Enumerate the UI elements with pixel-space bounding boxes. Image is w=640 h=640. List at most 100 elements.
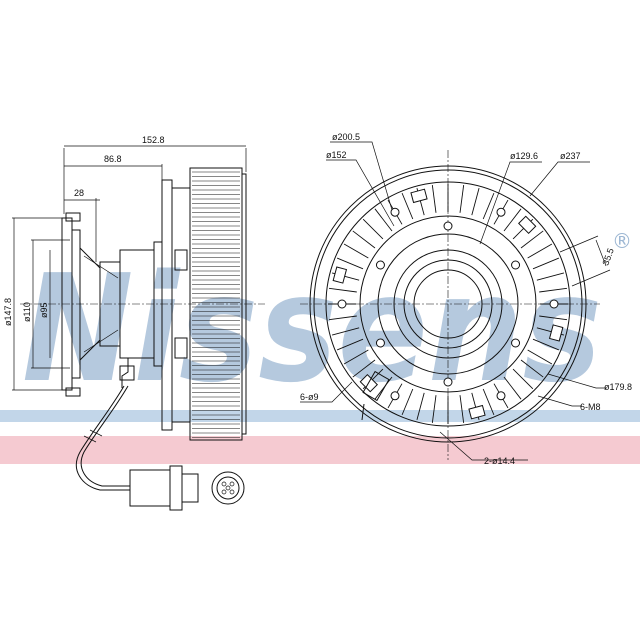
radial-fin [401,388,414,416]
outer-hole [549,299,559,309]
radial-fin [471,187,480,216]
dim-holes-9: 6-ø9 [300,392,319,402]
mount-boss [468,404,486,420]
radial-fin [328,315,357,321]
dim-d237: ø237 [560,151,581,161]
radial-fin [328,287,357,293]
fin-outer-circle [325,181,571,427]
radial-fin [416,392,425,421]
radial-fin [401,192,414,220]
bolt-holes [375,221,521,387]
radial-fin [352,230,376,249]
cable-sensor [119,365,135,381]
sensor-tab [362,370,390,402]
radial-fin [536,272,565,281]
leader-holes-14 [439,431,528,461]
dim-line-35 [559,235,611,287]
housing-boss-1 [174,249,188,271]
bolt-hole [511,260,521,270]
connector-body [129,469,171,507]
cooling-fins [192,171,240,438]
dim-d152: ø152 [326,150,347,160]
connector-collar [169,465,183,511]
connector-plug [181,473,199,503]
radial-fin [331,327,360,336]
dim-flange-dia: ø147.8 [3,298,13,326]
connector-face [211,471,245,505]
outer-bolt-holes [337,207,559,401]
radial-fin [503,208,522,232]
leader-d237 [529,161,590,197]
front-view: ø200.5 ø152 ø129.6 ø237 ø179.8 35.5 6-ø9… [300,132,632,466]
leader-d179 [547,373,606,389]
dim-holes-m8: 6-M8 [580,402,601,412]
radial-fin [512,368,534,390]
radial-fin [520,230,544,249]
radial-fin [539,315,568,321]
mount-boss [332,266,348,284]
mount-boss [518,215,537,234]
housing-boss-2 [174,337,188,359]
outer-hole [390,391,400,401]
radial-fin [532,257,560,270]
radial-fin [459,395,465,424]
watermark-band-pink [0,436,640,464]
bolt-hole [443,377,453,387]
radial-fin [343,243,369,259]
radial-fin [520,359,544,378]
radial-fin [336,257,364,270]
connector-pin [229,489,235,495]
dim-overall-length: 152.8 [142,135,165,145]
leader-d152 [326,159,395,227]
radial-fin [482,192,495,220]
outer-rim-237 [309,165,587,443]
dim-hub-length: 86.8 [104,154,122,164]
hub-outer [377,233,519,375]
leader-d129 [479,161,542,245]
cable [75,385,130,491]
connector-pin [221,481,227,487]
connector-pin [225,485,231,491]
dim-w35: 35.5 [600,247,615,267]
radial-fin [352,359,376,378]
radial-fin [374,208,393,232]
registered-mark: ® [612,229,632,253]
rear-plate [241,173,247,435]
dim-bore-110: ø110 [22,302,32,322]
mount-boss [548,324,564,342]
leader-holes-m8 [537,395,582,407]
bolt-hole [443,221,453,231]
outer-hole [496,391,506,401]
cable-break-mark [83,429,103,443]
hub-ring [393,249,503,359]
radial-fin [343,349,369,365]
outer-hole [390,207,400,217]
radial-fin [431,184,437,213]
leader-d200 [330,141,393,211]
dim-d179: ø179.8 [604,382,632,392]
flange-bolt-top [65,212,81,222]
connector-pin [229,481,235,487]
radial-fin [539,287,568,293]
flange-bolt-bottom [65,387,81,397]
radial-fin [532,338,560,351]
radial-fin [336,338,364,351]
dim-holes-14: 2-ø14.4 [484,456,515,466]
cable-gland [121,358,129,388]
radial-fin [459,184,465,213]
connector-pin [221,489,227,495]
bore-inner [413,269,483,339]
dim-d200: ø200.5 [332,132,360,142]
outer-hole [496,207,506,217]
outer-hole [337,299,347,309]
radial-fin [482,388,495,416]
dim-flange-depth: 28 [74,188,84,198]
mount-boss [410,188,428,204]
bore-outer [403,259,493,349]
radial-fin [527,243,553,259]
bolt-circle-152 [359,215,537,393]
side-view: 152.8 86.8 28 ø147.8 ø110 ø95 [3,135,265,511]
radial-fin [362,218,384,240]
radial-fin [431,395,437,424]
